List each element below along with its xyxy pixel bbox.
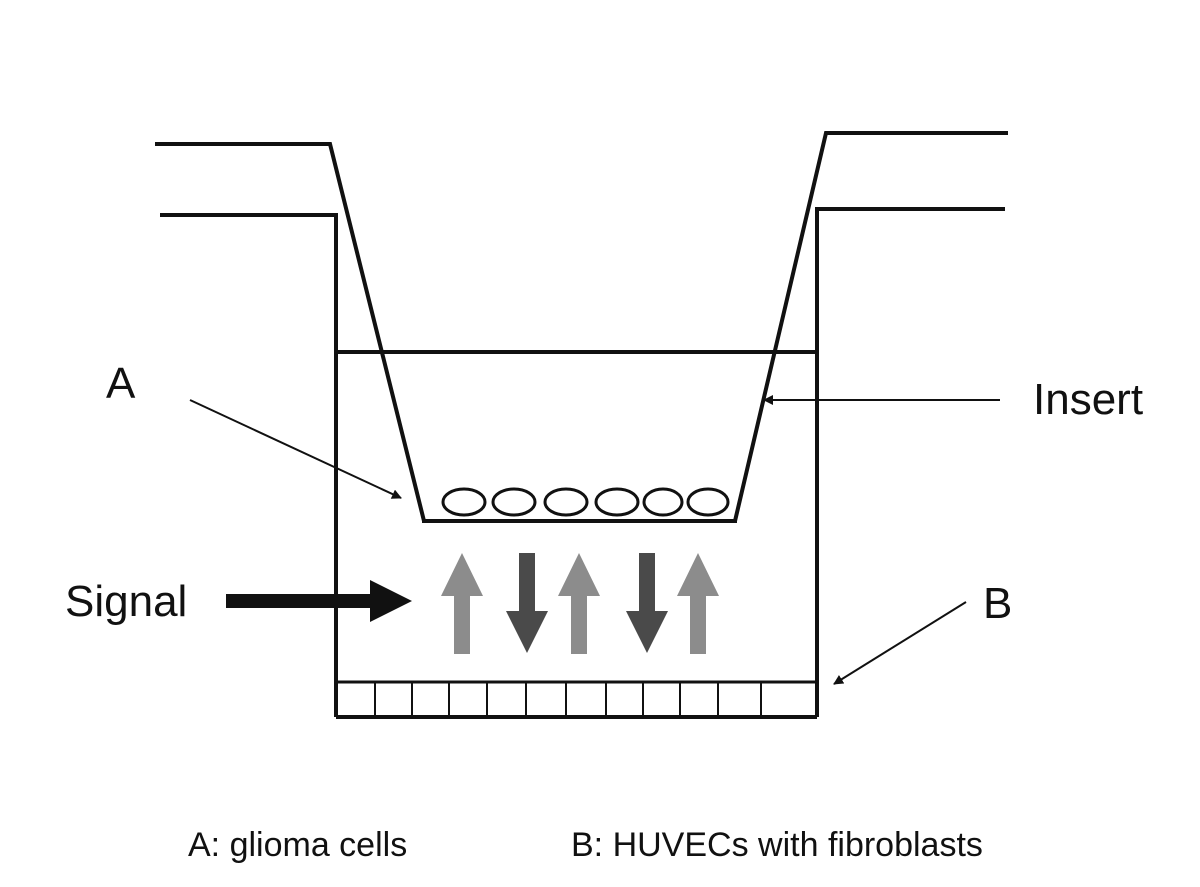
down-arrow <box>626 553 668 653</box>
legend-b: B: HUVECs with fibroblasts <box>571 826 983 864</box>
signal-exchange-arrows <box>441 553 719 654</box>
glioma-cell <box>491 487 537 517</box>
huvec-layer <box>336 680 817 717</box>
glioma-cells <box>441 487 730 517</box>
pointer-line-a <box>189 399 402 499</box>
outer-well <box>160 207 1005 719</box>
insert-left-wall <box>155 142 426 522</box>
down-arrow <box>506 553 548 653</box>
outer-well-left-rim <box>160 213 338 717</box>
up-arrow <box>558 553 600 654</box>
glioma-cell <box>543 487 589 517</box>
up-arrow <box>677 553 719 654</box>
label-insert: Insert <box>1033 375 1144 424</box>
legend-a: A: glioma cells <box>188 826 408 864</box>
up-arrow <box>441 553 483 654</box>
outer-well-right-rim <box>815 207 1005 717</box>
glioma-cell <box>642 487 684 517</box>
label-a: A <box>106 359 136 408</box>
signal-arrow <box>226 580 412 622</box>
label-b: B <box>983 579 1013 628</box>
glioma-cell <box>686 487 730 517</box>
insert-right-wall <box>733 131 1008 522</box>
label-signal: Signal <box>65 577 188 626</box>
glioma-cell <box>441 487 487 517</box>
glioma-cell <box>594 487 640 517</box>
pointer-line-b <box>833 601 967 685</box>
huvec-grid <box>374 682 762 717</box>
insert <box>155 131 1008 523</box>
